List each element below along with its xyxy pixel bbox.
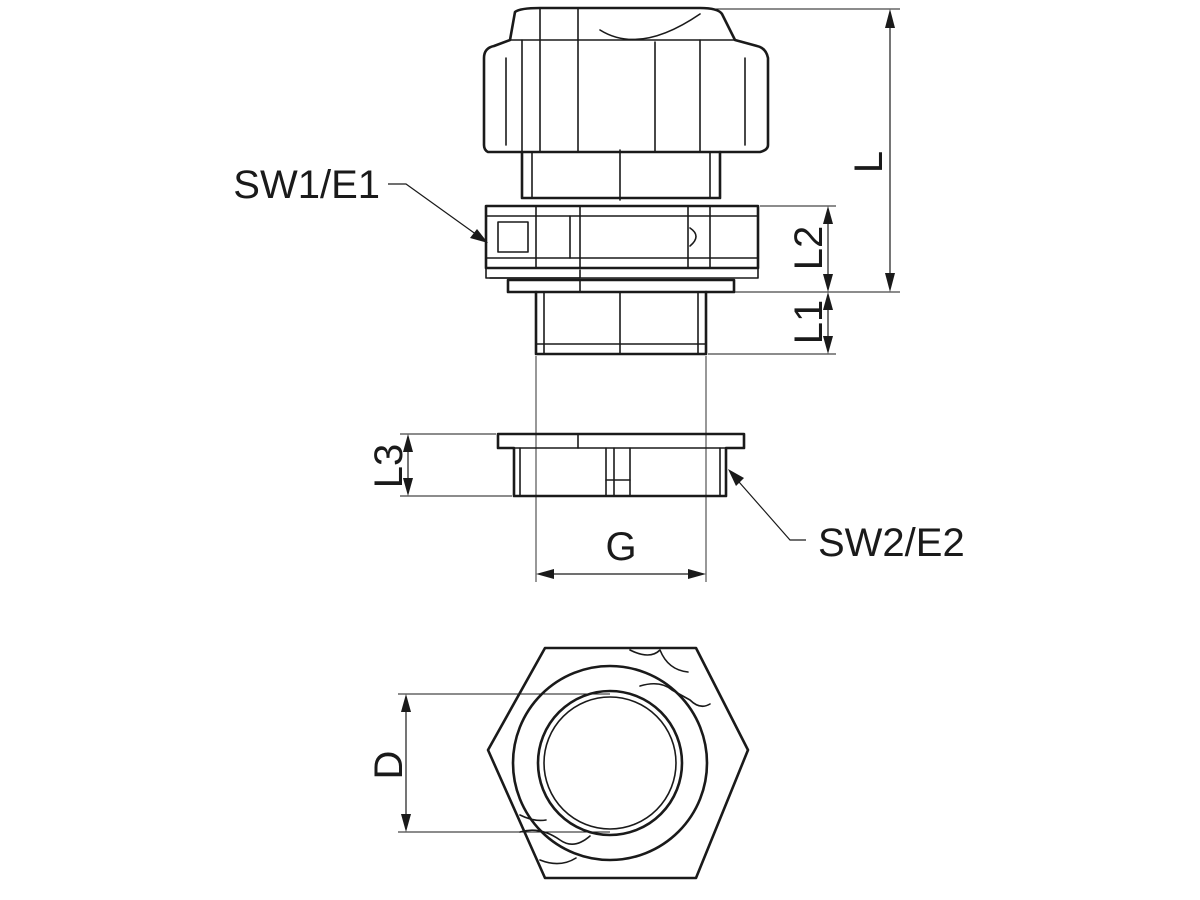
dimension-l1: L1	[708, 292, 836, 355]
label-d: D	[367, 751, 411, 780]
gland-shank	[520, 150, 722, 200]
dimension-d: D	[367, 693, 610, 833]
dimension-l: L	[710, 8, 900, 293]
dimension-l2: L2	[760, 205, 836, 292]
lock-nut-side-view	[496, 432, 746, 498]
label-l3: L3	[367, 444, 411, 489]
label-sw2: SW2/E2	[818, 521, 965, 565]
label-g: G	[605, 525, 636, 569]
label-l1: L1	[787, 300, 831, 345]
thread-g	[534, 290, 708, 356]
body-hex-sw1	[484, 204, 760, 279]
gland-plan-view	[486, 646, 750, 880]
dimension-l3: L3	[367, 433, 512, 497]
label-l: L	[847, 151, 891, 173]
gland-side-view	[482, 6, 770, 356]
callout-sw2: SW2/E2	[728, 469, 965, 565]
sealing-nut-cap	[482, 6, 770, 201]
label-sw1: SW1/E1	[233, 163, 380, 207]
label-l2: L2	[787, 226, 831, 271]
dimension-g: G	[535, 356, 707, 582]
body-flange	[506, 278, 736, 294]
callout-sw1: SW1/E1	[233, 163, 488, 243]
